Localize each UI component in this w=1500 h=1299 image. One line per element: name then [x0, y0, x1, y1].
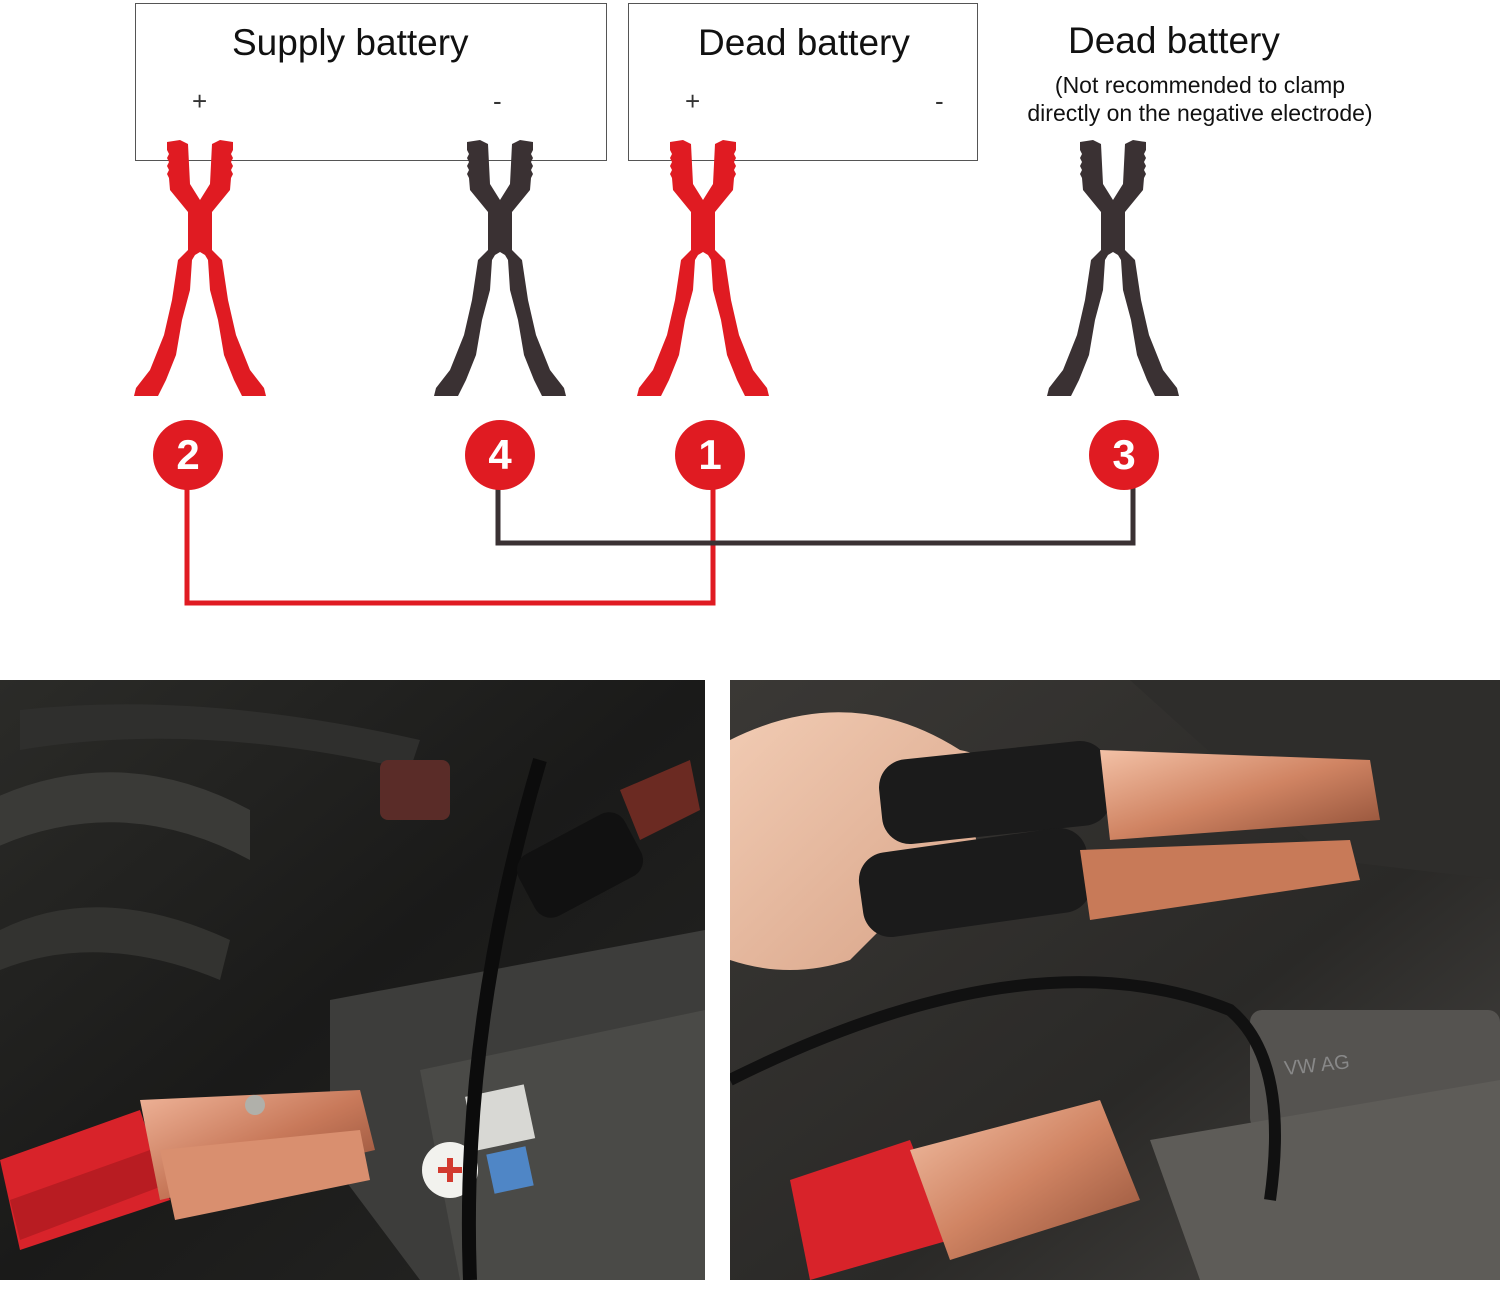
supply-battery-title: Supply battery	[232, 22, 469, 63]
step-4-circle	[465, 420, 535, 490]
dead-battery-box	[628, 3, 978, 161]
step-number-1: 1	[698, 431, 722, 478]
dead-ground-black-clamp-icon	[1047, 140, 1179, 396]
ground-note-line-1: (Not recommended to clamp	[1054, 72, 1346, 98]
supply-battery-box	[135, 3, 607, 161]
dead-positive-red-clamp-icon	[637, 140, 769, 396]
engine-bay-photo-left	[0, 680, 705, 1280]
black-cable-line	[495, 480, 1136, 546]
dead-negative-terminal: -	[935, 86, 944, 116]
supply-negative-black-clamp-icon	[434, 140, 566, 396]
step-1-circle	[675, 420, 745, 490]
supply-negative-terminal: -	[493, 86, 502, 116]
jump-start-diagram	[134, 140, 1179, 606]
step-3-circle	[1089, 420, 1159, 490]
dead-battery-ground-title: Dead battery	[1068, 20, 1280, 61]
supply-positive-red-clamp-icon	[134, 140, 266, 396]
step-2-circle	[153, 420, 223, 490]
dead-positive-terminal: +	[685, 86, 701, 116]
step-number-2: 2	[176, 431, 200, 478]
engine-bay-photo-right: VW AG	[730, 680, 1500, 1280]
ground-note-line-2: directly on the negative electrode)	[1027, 100, 1373, 126]
supply-positive-terminal: +	[192, 86, 208, 116]
step-number-3: 3	[1112, 431, 1136, 478]
step-number-4: 4	[488, 431, 512, 478]
dead-battery-title: Dead battery	[698, 22, 910, 63]
